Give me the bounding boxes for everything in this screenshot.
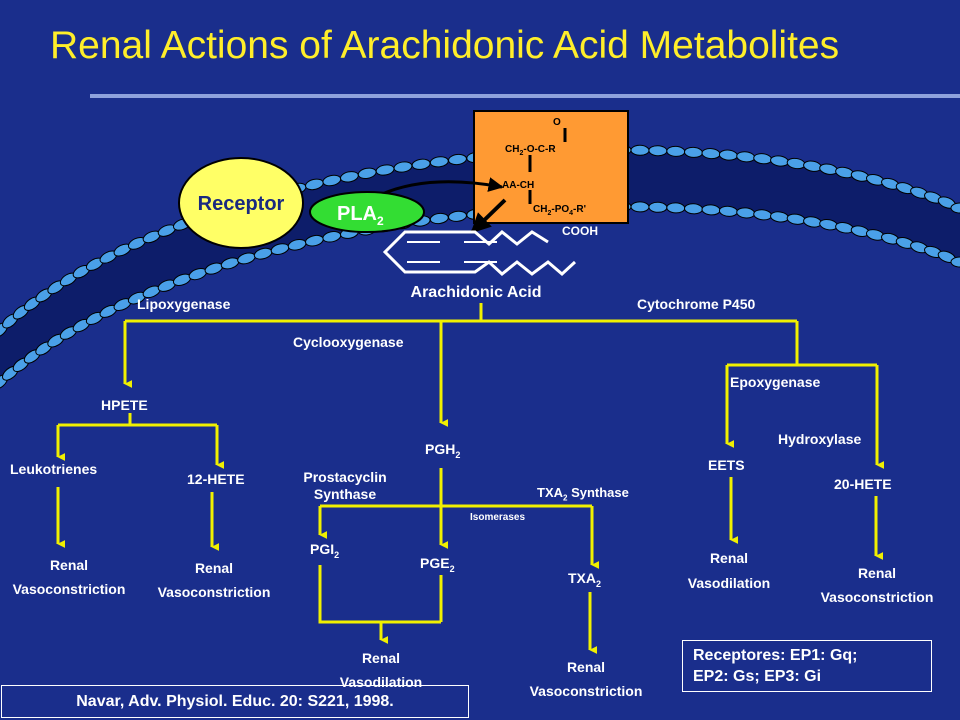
membrane-bead [950,256,960,268]
hydroxylase-label: Hydroxylase [778,431,862,447]
release-arrow [470,198,507,234]
txa2-label: TXA2 [568,570,602,589]
citation-box: Navar, Adv. Physiol. Educ. 20: S221, 199… [1,685,469,718]
molecule-aa-ch: AA-CH [502,180,534,191]
arachidonic-acid-label: Arachidonic Acid [410,284,542,301]
txa2-synthase-label: TXA2 Synthase [537,485,629,503]
molecule-ch2-bottom: CH2-PO4-R' [533,204,586,217]
title-underline [90,94,960,98]
membrane-outer-layer [0,144,960,338]
molecule-ch2-top: CH2-O-C-R [505,144,556,157]
cooh-label: COOH [562,224,598,238]
pla2-label: PLA2 [337,203,384,228]
leukotrienes-label: Leukotrienes [10,461,98,477]
molecule-o: O [553,117,561,128]
isomerases-label: Isomerases [470,512,526,523]
arachidonic-acid-structure [382,230,577,277]
membrane-bead [630,201,650,213]
slide-title: Renal Actions of Arachidonic Acid Metabo… [50,24,840,67]
prostacyclin-synthase-label: Prostacyclin Synthase [303,469,387,502]
membrane-bead [648,201,668,213]
receptor-label: Receptor [198,193,285,215]
pge2-label: PGE2 [420,555,455,574]
membrane-bead [666,145,686,157]
lipoxygenase-label: Lipoxygenase [137,296,231,312]
receptor-ellipse [178,157,304,249]
membrane-bead [666,202,686,214]
pgi2-label: PGI2 [310,541,340,560]
cyclooxygenase-label: Cyclooxygenase [293,334,404,350]
membrane-bead [950,202,960,214]
hpete-label: HPETE [101,397,148,413]
receptors-box: Receptores: EP1: Gq; EP2: Gs; EP3: Gi [682,640,932,692]
cytochrome-p450-label: Cytochrome P450 [637,296,756,312]
epoxygenase-label: Epoxygenase [730,374,821,390]
membrane-bead [648,145,668,157]
pathway-arrows [56,303,885,654]
pla2-ellipse [309,191,425,233]
12-hete-label: 12-HETE [187,471,245,487]
pgh2-label: PGH2 [425,441,461,460]
membrane-bead [630,144,650,156]
eets-label: EETS [708,457,745,473]
20-hete-label: 20-HETE [834,476,892,492]
